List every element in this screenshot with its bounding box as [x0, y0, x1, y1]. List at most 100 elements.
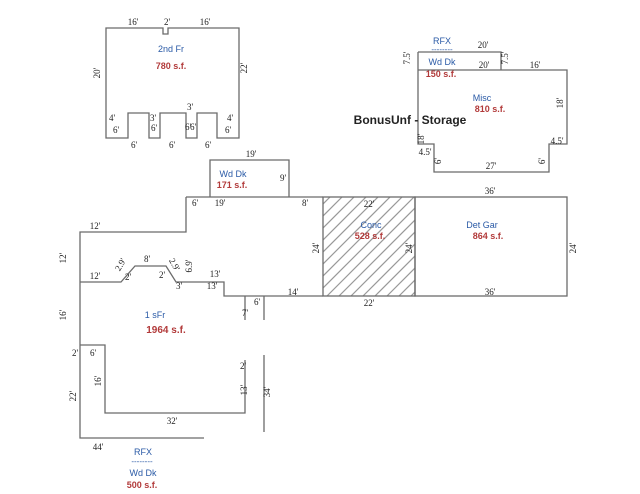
dim-label: 16' [128, 17, 139, 27]
second-floor-section: 2nd Fr 780 s.f. 16' 2' 16' 20' 22' 4' 3'… [92, 17, 249, 150]
misc-area: 810 s.f. [475, 104, 506, 114]
dim-label: 7.5' [402, 51, 412, 64]
dim-label: 27' [486, 161, 497, 171]
dim-label: 13' [239, 384, 249, 395]
dim-label: 2' [159, 270, 166, 280]
garage-label: Det Gar [466, 220, 498, 230]
dim-label: 7.5' [500, 51, 510, 64]
storage-deck-label: Wd Dk [429, 57, 457, 67]
dim-label: 6' [185, 122, 192, 132]
garage-area: 864 s.f. [473, 231, 504, 241]
dim-label: 4.5' [551, 136, 564, 146]
dim-label: 2' [72, 348, 79, 358]
concrete-label: Conc [360, 220, 382, 230]
dim-label: 20' [92, 67, 102, 78]
dim-label: 4.5' [419, 147, 432, 157]
dim-label: 22' [68, 390, 78, 401]
dim-label: 24' [311, 242, 321, 253]
concrete-hatch [323, 197, 415, 296]
dim-label: 14' [288, 287, 299, 297]
dim-label: 9' [280, 173, 287, 183]
lower-deck-label: Wd Dk [130, 468, 158, 478]
dim-label: 6' [537, 158, 547, 165]
dim-label: 13' [207, 281, 218, 291]
lower-deck-area: 500 s.f. [127, 480, 158, 490]
dim-label: 22' [364, 199, 375, 209]
misc-label: Misc [473, 93, 492, 103]
dim-label: 12' [58, 252, 68, 263]
dim-label: 16' [200, 17, 211, 27]
first-floor-section: 1 sFr 1964 s.f. 12' 12' 12' 2.9' 8' 2.9'… [58, 196, 323, 452]
dim-label: 2' [164, 17, 171, 27]
dim-label: 6' [190, 122, 197, 132]
dim-label: 2' [240, 361, 247, 371]
storage-deck-outline [418, 51, 502, 70]
dim-label: 24' [404, 242, 414, 253]
concrete-area: 528 s.f. [355, 231, 386, 241]
dim-label: 19' [246, 149, 257, 159]
dim-label: 6' [151, 123, 158, 133]
dim-label: 12' [90, 221, 101, 231]
garage-section: Det Gar 864 s.f. 36' 24' 36' [414, 186, 578, 297]
dim-label: 34' [262, 386, 272, 397]
dim-label: 13' [210, 269, 221, 279]
dim-label: 22' [239, 62, 249, 73]
storage-section: RFX -------- Wd Dk 150 s.f. Misc 810 s.f… [354, 36, 568, 173]
dim-label: 24' [568, 242, 578, 253]
storage-rfx-dash: -------- [431, 45, 453, 54]
second-floor-area: 780 s.f. [156, 61, 187, 71]
second-floor-outline [105, 27, 240, 139]
dim-label: 12' [90, 271, 101, 281]
storage-outline [417, 52, 568, 173]
dim-label: 4' [227, 113, 234, 123]
dim-label: 36' [485, 186, 496, 196]
concrete-section: Conc 528 s.f. 22' 24' 24' 22' [311, 196, 416, 308]
dim-label: 19' [215, 198, 226, 208]
dim-label: 6' [90, 348, 97, 358]
dim-label: 6.9' [184, 259, 194, 272]
dim-label: 7' [242, 308, 249, 318]
second-floor-label: 2nd Fr [158, 44, 184, 54]
storage-rfx-label: RFX [433, 36, 451, 46]
dim-label: 4' [109, 113, 116, 123]
dim-label: 20' [479, 60, 490, 70]
dim-label: 6' [205, 140, 212, 150]
first-floor-outline [79, 196, 323, 439]
dim-label: 6' [225, 125, 232, 135]
storage-deck-area: 150 s.f. [426, 69, 457, 79]
dim-label: 18' [555, 97, 565, 108]
dim-label: 20' [478, 40, 489, 50]
dim-label: 6' [433, 158, 443, 165]
dim-label: 6' [131, 140, 138, 150]
dim-label: 36' [485, 287, 496, 297]
lower-deck-rfx-label: RFX [134, 447, 152, 457]
upper-deck-area: 171 s.f. [217, 180, 248, 190]
storage-heading: BonusUnf - Storage [354, 113, 467, 127]
first-floor-label: 1 sFr [145, 310, 166, 320]
lower-deck-section: RFX -------- Wd Dk 500 s.f. [127, 447, 158, 490]
dim-label: 16' [58, 309, 68, 320]
dim-label: 3' [176, 281, 183, 291]
upper-deck-outline [209, 159, 290, 197]
dim-label: 44' [93, 442, 104, 452]
dim-label: 18' [416, 133, 426, 144]
dim-label: 6' [113, 125, 120, 135]
dim-label: 32' [167, 416, 178, 426]
dim-label: 6' [169, 140, 176, 150]
first-floor-area: 1964 s.f. [146, 325, 186, 336]
upper-deck-label: Wd Dk [220, 169, 248, 179]
upper-deck-section: Wd Dk 171 s.f. 19' 9' 6' 19' 8' [192, 149, 309, 208]
dim-label: 22' [364, 298, 375, 308]
garage-outline [414, 196, 568, 297]
dim-label: 3' [187, 102, 194, 112]
dim-label: 8' [302, 198, 309, 208]
dim-label: 2.9' [113, 256, 128, 272]
dim-label: 8' [144, 254, 151, 264]
dim-label: 16' [93, 375, 103, 386]
dim-label: 16' [530, 60, 541, 70]
dim-label: 2' [125, 272, 132, 282]
lower-deck-rfx-dash: -------- [131, 457, 153, 466]
dim-label: 3' [150, 113, 157, 123]
dim-label: 6' [192, 198, 199, 208]
